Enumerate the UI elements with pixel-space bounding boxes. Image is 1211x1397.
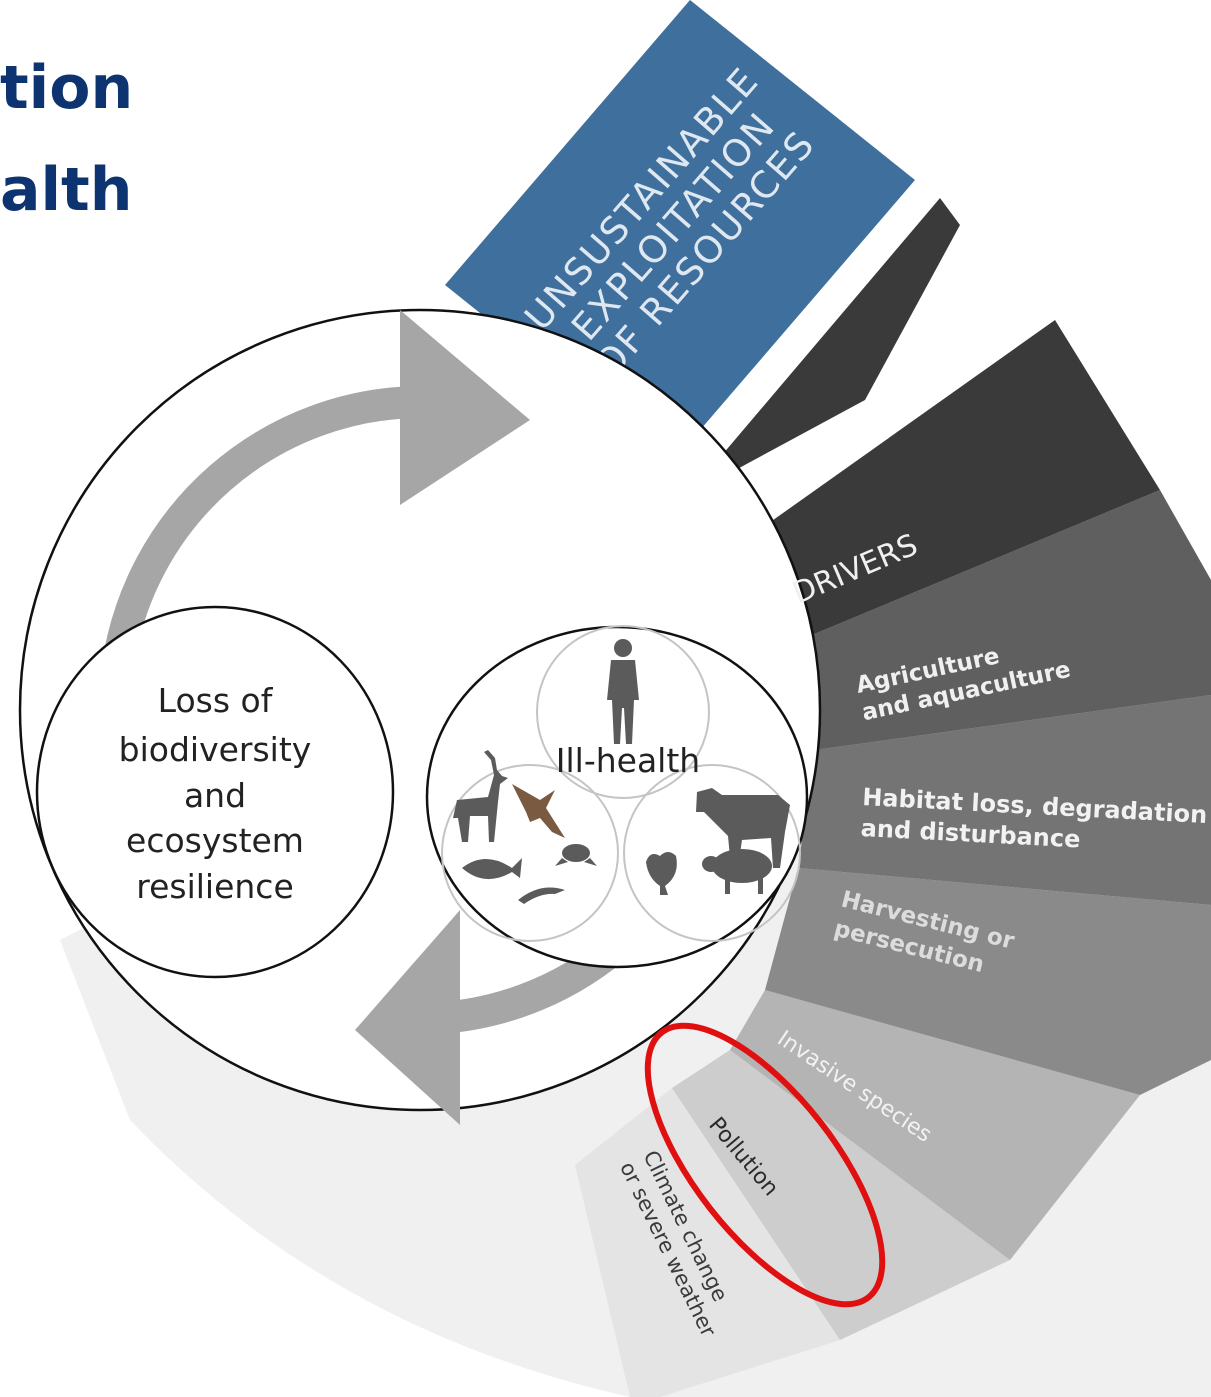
biodiversity-line-4: ecosystem <box>126 821 304 860</box>
deer-icon <box>453 750 508 842</box>
venn-livestock <box>623 764 801 942</box>
wedge-agriculture <box>800 490 1211 750</box>
venn-human <box>536 625 710 799</box>
sheep-icon <box>702 849 772 894</box>
fish-icon <box>462 858 522 880</box>
biodiversity-circle <box>35 605 395 979</box>
cycle-arrowhead-top <box>400 310 530 505</box>
venn-wildlife <box>441 764 619 942</box>
wedge-invasive <box>730 990 1140 1260</box>
hen-icon <box>646 852 677 895</box>
bird-icon <box>512 784 565 838</box>
pollution-highlight-ring <box>644 1022 886 1308</box>
cycle-arrowhead-bottom <box>355 910 460 1125</box>
title-line-1: tion <box>0 53 134 123</box>
dark-pointer-arrow <box>680 198 960 500</box>
biodiversity-line-5: resilience <box>136 867 294 906</box>
cycle-arrow-top <box>102 386 421 668</box>
biodiversity-line-3: and <box>184 776 246 815</box>
frog-icon <box>555 844 597 866</box>
biodiversity-line-2: biodiversity <box>119 730 312 769</box>
wedge-drivers-heading <box>745 320 1160 640</box>
wedge-pollution <box>672 1050 1010 1340</box>
cow-icon <box>696 788 790 868</box>
title-line-2: alth <box>0 155 133 225</box>
ill-health-label: Ill-health <box>556 741 700 780</box>
biodiversity-line-1: Loss of <box>158 681 274 720</box>
wedge-habitat <box>798 695 1211 905</box>
human-icon <box>607 639 639 744</box>
wedge-harvesting <box>765 868 1211 1095</box>
wedge-climate-change <box>575 1088 840 1397</box>
shrimp-icon <box>518 887 565 904</box>
